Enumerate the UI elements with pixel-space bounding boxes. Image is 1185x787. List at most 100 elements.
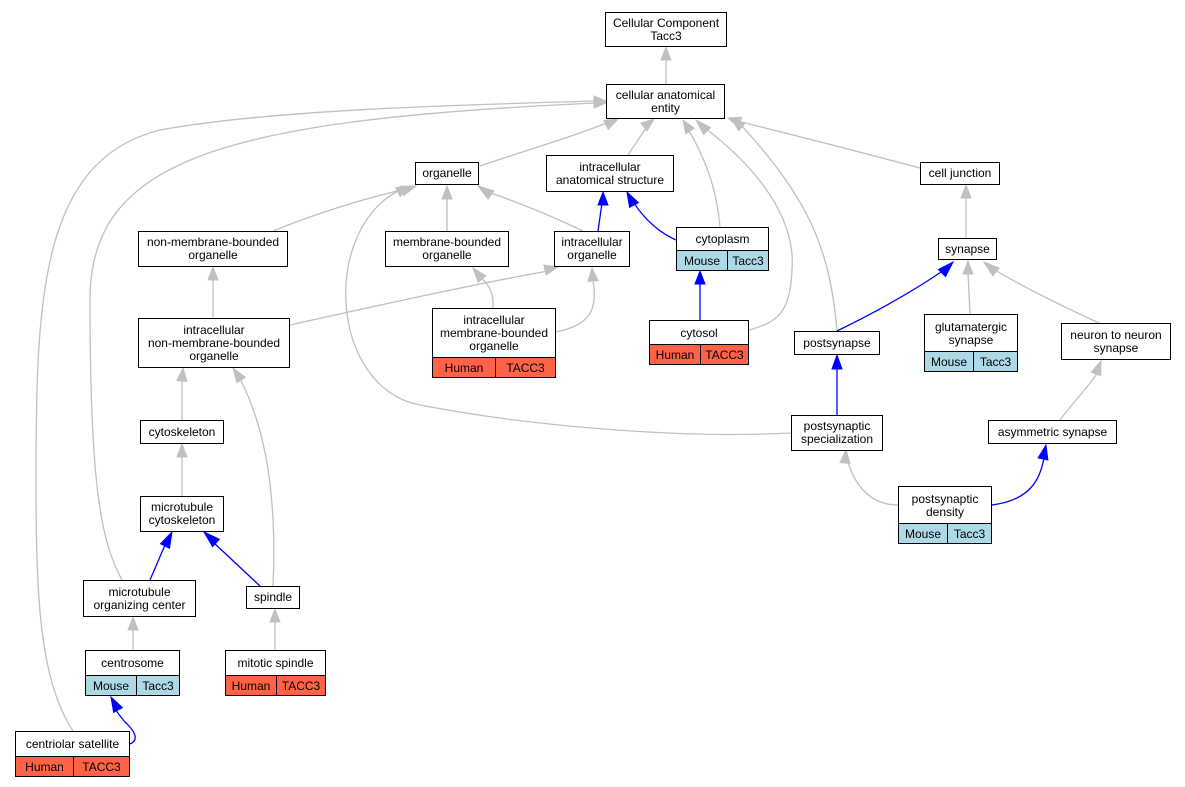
term-node-mbo[interactable]: membrane-bounded organelle <box>385 231 509 267</box>
gene-cell: Tacc3 <box>727 251 768 270</box>
gene-cell: Tacc3 <box>973 352 1017 371</box>
edge-ias-to-cae <box>627 118 656 156</box>
term-node-spindle[interactable]: spindle <box>246 586 300 609</box>
gene-cell: TACC3 <box>700 345 748 364</box>
edge-cytoskeleton-to-inmbo <box>176 366 188 420</box>
term-node-cae[interactable]: cellular anatomical entity <box>606 84 725 119</box>
term-label: cytoskeleton <box>148 424 216 439</box>
gene-cell: TACC3 <box>73 757 129 776</box>
arrowhead <box>202 530 221 548</box>
term-label: cell junction <box>928 166 992 180</box>
gene-cell: Tacc3 <box>136 676 179 695</box>
term-label: centriolar satellite <box>25 737 120 751</box>
arrowhead <box>937 260 955 278</box>
term-label: intracellular non-membrane-bounded organ… <box>147 322 281 363</box>
arrowhead <box>602 118 620 131</box>
arrowhead <box>1037 443 1049 461</box>
edge-centrosome-to-mtoc <box>127 615 139 650</box>
arrowhead <box>593 95 608 107</box>
species-cell: Human <box>433 358 495 377</box>
arrowhead <box>587 266 599 282</box>
edge-cae-to-root <box>660 45 672 84</box>
edge-organelle-to-cae <box>479 118 620 167</box>
edge-inmbo-to-io <box>289 264 560 326</box>
edge-spindle-to-inmbo <box>232 366 275 587</box>
arrowhead <box>110 695 124 714</box>
term-node-synapse[interactable]: synapse <box>938 238 997 260</box>
term-node-ias[interactable]: intracellular anatomical structure <box>546 155 674 192</box>
term-label: postsynaptic specialization <box>800 419 874 446</box>
edge-centriolar-to-centrosome <box>110 695 136 745</box>
term-label: intracellular organelle <box>561 235 623 262</box>
gene-cell: TACC3 <box>276 676 325 695</box>
term-node-imbo[interactable]: intracellular membrane-bounded organelle… <box>432 308 556 378</box>
term-node-postsynapse[interactable]: postsynapse <box>794 331 880 355</box>
term-label: organelle <box>422 166 472 180</box>
arrowhead <box>476 185 495 200</box>
edge-psd-to-asym <box>991 443 1049 506</box>
term-node-nmbo[interactable]: non-membrane-bounded organelle <box>138 231 288 267</box>
edge-cytosol-to-cae <box>694 118 793 331</box>
term-node-mtcyto[interactable]: microtubule cytoskeleton <box>140 496 224 532</box>
arrowhead <box>831 353 843 370</box>
arrowhead <box>982 260 1001 277</box>
arrowhead <box>682 118 696 135</box>
gene-cell: TACC3 <box>495 358 555 377</box>
edge-pss-to-postsynapse <box>831 353 843 415</box>
term-label: synapse <box>945 241 990 256</box>
species-cell: Human <box>650 345 700 364</box>
edge-postsynapse-to-synapse <box>836 260 955 332</box>
arrowhead <box>176 366 188 382</box>
term-label: mitotic spindle <box>237 656 314 670</box>
term-label: centrosome <box>101 656 164 670</box>
edge-imbo-to-mbo <box>472 266 494 309</box>
term-node-pss[interactable]: postsynaptic specialization <box>791 415 883 451</box>
arrowhead <box>839 448 851 464</box>
arrowhead <box>207 265 219 281</box>
arrowhead <box>232 366 247 384</box>
term-node-n2n[interactable]: neuron to neuron synapse <box>1061 323 1171 360</box>
species-cell: Mouse <box>925 352 973 371</box>
term-label: postsynapse <box>803 335 871 350</box>
edge-io-to-organelle <box>476 185 584 232</box>
arrowhead <box>159 530 173 549</box>
term-node-celljunction[interactable]: cell junction <box>920 162 1000 185</box>
arrowhead <box>660 45 672 61</box>
term-node-root[interactable]: Cellular Component Tacc3 <box>605 12 727 47</box>
arrowhead <box>441 184 453 200</box>
edge-cytosol-to-cytoplasm <box>694 269 706 320</box>
term-node-organelle[interactable]: organelle <box>415 162 479 185</box>
arrowhead <box>640 118 656 132</box>
species-cell: Mouse <box>899 524 947 543</box>
arrowhead <box>694 269 706 285</box>
edge-cytoplasm-to-cae <box>682 118 721 228</box>
term-label: microtubule organizing center <box>93 584 186 612</box>
arrowhead <box>543 264 560 276</box>
species-cell: Human <box>16 757 73 776</box>
arrowhead <box>269 607 281 623</box>
arrowhead <box>960 183 972 199</box>
term-label: non-membrane-bounded organelle <box>146 235 280 262</box>
term-label: cytoplasm <box>695 232 750 246</box>
term-label: spindle <box>253 590 293 604</box>
term-node-cytoskeleton[interactable]: cytoskeleton <box>140 420 224 444</box>
term-label: asymmetric synapse <box>997 424 1108 439</box>
term-node-mtoc[interactable]: microtubule organizing center <box>83 580 196 617</box>
arrowhead <box>597 190 609 206</box>
arrowhead <box>729 117 747 132</box>
arrowhead <box>1090 359 1102 377</box>
term-label: intracellular anatomical structure <box>555 159 665 187</box>
term-node-io[interactable]: intracellular organelle <box>554 231 630 267</box>
term-node-asym[interactable]: asymmetric synapse <box>988 420 1117 444</box>
term-node-inmbo[interactable]: intracellular non-membrane-bounded organ… <box>138 318 290 368</box>
